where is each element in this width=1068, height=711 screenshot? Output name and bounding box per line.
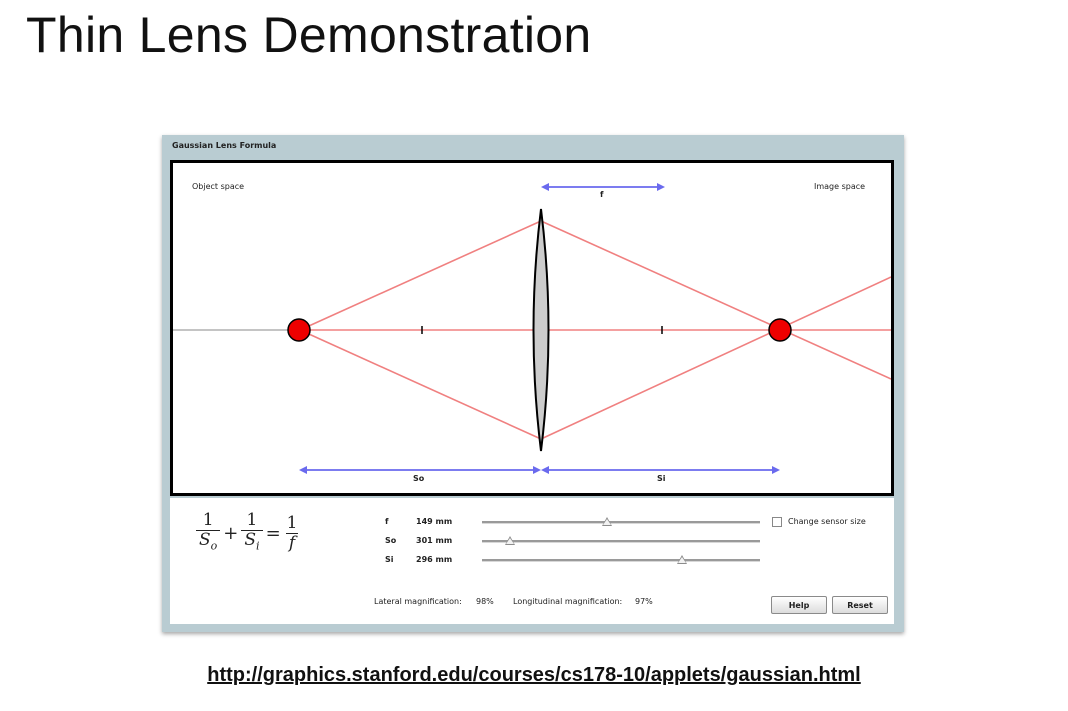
object-space-label: Object space [192,182,245,191]
sensor-size-checkbox[interactable] [772,517,782,527]
object-point [287,318,311,342]
f-slider-thumb[interactable] [602,517,613,526]
lens-canvas[interactable]: Object space Image space f So Si [170,160,894,496]
longitudinal-magnification-value: 97% [635,597,653,606]
image-space-label: Image space [814,182,866,191]
controls-panel: 1 So + 1 Si = 1 f f 149 mm So 301 mm Si … [170,498,894,624]
lens-diagram [173,183,891,474]
f-value: 149 mm [416,517,453,526]
image-point [768,318,792,342]
applet-url-link[interactable]: http://graphics.stanford.edu/courses/cs1… [207,664,861,686]
so-distance-arrow [299,466,541,474]
si-slider[interactable] [482,555,760,565]
focal-length-label: f [600,190,604,199]
lateral-magnification-value: 98% [476,597,494,606]
si-distance-arrow [541,466,780,474]
formula-term-so: 1 So [196,510,221,555]
ray-lower-object [299,329,542,440]
help-button[interactable]: Help [771,596,827,614]
gaussian-formula: 1 So + 1 Si = 1 f [196,508,300,558]
so-label: So [413,474,425,483]
ray-lower-image [540,276,891,440]
so-value: 301 mm [416,536,453,545]
so-slider-thumb[interactable] [504,536,515,545]
formula-term-f: 1 f [285,512,299,553]
formula-term-si: 1 Si [241,510,263,555]
ray-upper-object [299,220,542,331]
reset-button[interactable]: Reset [832,596,888,614]
slide-title: Thin Lens Demonstration [26,7,592,63]
lens-shape [532,208,550,452]
ray-upper-image [540,220,891,380]
sensor-size-label: Change sensor size [788,517,866,526]
lateral-magnification-label: Lateral magnification: [374,597,462,606]
f-slider[interactable] [482,517,760,527]
si-slider-thumb[interactable] [677,555,688,564]
formula-plus: + [223,522,239,544]
gaussian-lens-applet: Gaussian Lens Formula [162,135,904,632]
si-value: 296 mm [416,555,453,564]
si-param-label: Si [385,555,394,564]
applet-title: Gaussian Lens Formula [172,141,277,150]
focal-length-arrow [541,183,665,191]
si-label: Si [657,474,666,483]
longitudinal-magnification-label: Longitudinal magnification: [513,597,623,606]
f-label: f [385,517,389,526]
so-slider[interactable] [482,536,760,546]
so-param-label: So [385,536,397,545]
formula-equals: = [265,522,281,544]
